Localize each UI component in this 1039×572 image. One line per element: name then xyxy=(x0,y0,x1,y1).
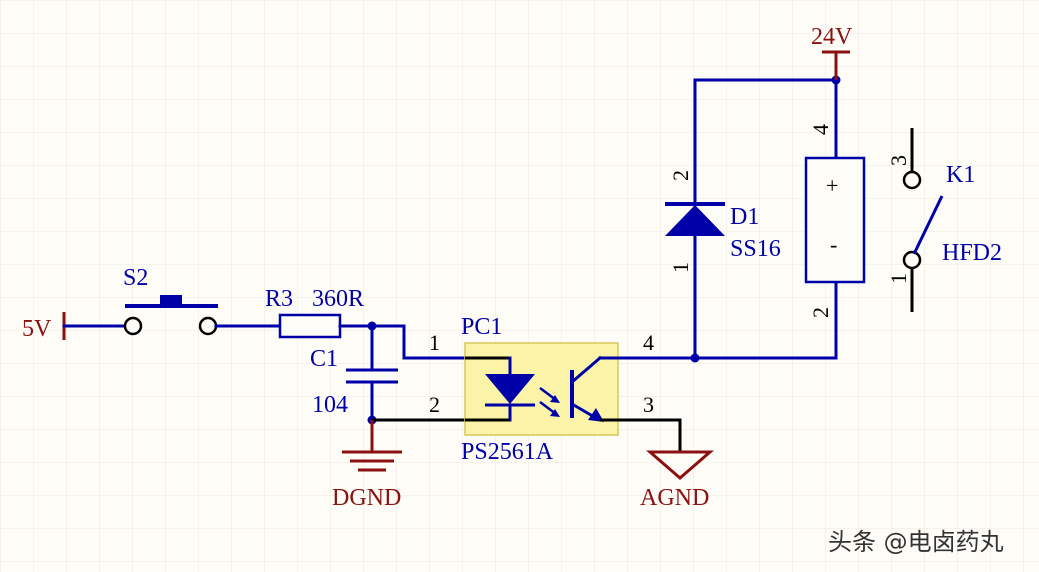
ground-dgnd-symbol xyxy=(342,420,402,472)
relay-coil-plus: + xyxy=(826,173,838,198)
resistor-r3[interactable] xyxy=(278,313,342,339)
d1-pin-2: 2 xyxy=(668,170,693,181)
capacitor-c1[interactable] xyxy=(346,324,398,422)
power-5v-label: 5V xyxy=(22,316,52,342)
pc1-pin-1: 1 xyxy=(429,330,440,355)
relay-coil-pin-2: 2 xyxy=(808,307,833,318)
relay-k1-contact[interactable] xyxy=(902,128,944,312)
watermark-text: 头条 @电卤药丸 xyxy=(828,528,1004,556)
resistor-r3-label: R3 xyxy=(265,286,293,312)
diode-d1-label: D1 xyxy=(730,204,759,230)
capacitor-c1-value: 104 xyxy=(312,392,348,418)
power-24v-symbol xyxy=(822,50,850,80)
relay-contact-pin-3: 3 xyxy=(886,155,911,166)
resistor-r3-value: 360R xyxy=(312,286,364,312)
relay-k1-part: HFD2 xyxy=(942,240,1002,266)
pc1-pin-4: 4 xyxy=(643,330,654,355)
power-24v-label: 24V xyxy=(811,24,853,50)
diode-d1[interactable] xyxy=(665,78,725,360)
d1-pin-1: 1 xyxy=(668,262,693,273)
pc1-pin-3: 3 xyxy=(643,392,654,417)
power-5v-symbol xyxy=(62,312,126,340)
capacitor-c1-label: C1 xyxy=(310,346,338,372)
ground-agnd-symbol xyxy=(645,450,715,480)
pc1-pin-2: 2 xyxy=(429,392,440,417)
relay-k1-coil[interactable] xyxy=(804,156,866,284)
switch-s2-label: S2 xyxy=(123,265,148,291)
diode-d1-part: SS16 xyxy=(730,236,781,262)
optocoupler-pc1-part: PS2561A xyxy=(461,439,554,465)
wire-pc1-pin3-agnd xyxy=(618,418,682,452)
optocoupler-pc1[interactable] xyxy=(464,342,620,436)
relay-coil-minus: - xyxy=(830,232,837,257)
optocoupler-pc1-label: PC1 xyxy=(461,314,502,340)
relay-coil-pin-4: 4 xyxy=(808,124,833,135)
switch-s2[interactable] xyxy=(123,295,218,336)
ground-dgnd-label: DGND xyxy=(332,485,401,511)
ground-agnd-label: AGND xyxy=(640,485,709,511)
relay-contact-pin-1: 1 xyxy=(886,273,911,284)
relay-k1-label: K1 xyxy=(946,162,975,188)
